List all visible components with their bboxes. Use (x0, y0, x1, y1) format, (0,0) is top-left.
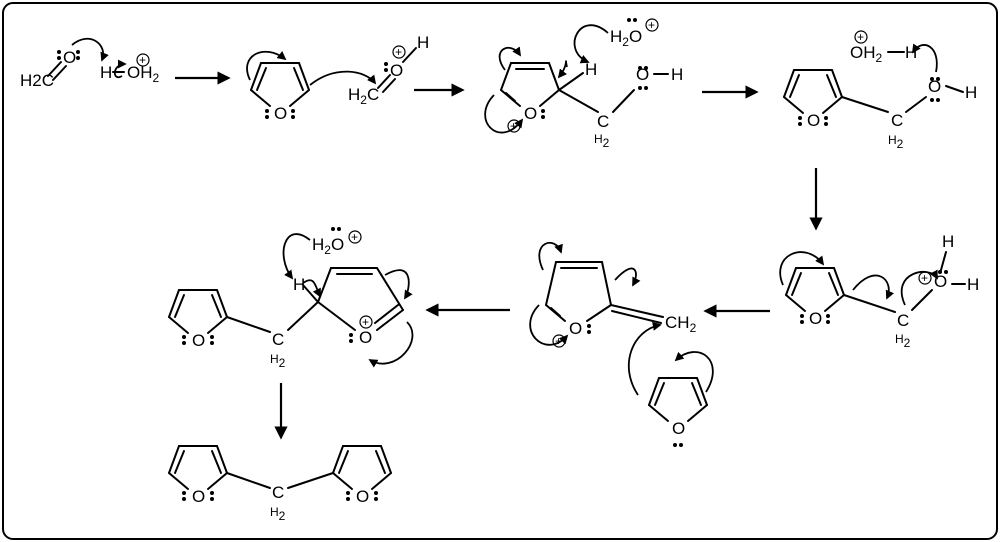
product-furan-left: O (168, 445, 228, 506)
water-base-2: H2O + (282, 227, 362, 280)
svg-text:CH2: CH2 (665, 313, 697, 335)
water-base-1: H2O + (573, 18, 659, 64)
svg-text:+: + (857, 30, 864, 44)
hydronium-label: OH2 (127, 63, 160, 85)
svg-text:H2O: H2O (610, 27, 642, 49)
oxygen-label: O (63, 48, 76, 67)
product-methylene-bridge: C H2 (226, 472, 334, 523)
svg-text:+: + (648, 18, 655, 32)
svg-text:H: H (967, 275, 979, 294)
oxocarbenium-methylene-intermediate: O + CH2 (529, 241, 697, 348)
svg-text:+: + (921, 271, 928, 285)
svg-text:H2: H2 (888, 133, 904, 151)
svg-text:+: + (351, 230, 358, 244)
hydrogen-label: H (100, 63, 112, 82)
svg-text:O: O (569, 319, 582, 338)
svg-text:+: + (362, 315, 369, 329)
furyl-substituted-furan: O (168, 289, 228, 350)
product-furan-right: O (332, 445, 392, 506)
svg-text:H: H (417, 33, 429, 52)
svg-text:O: O (524, 104, 537, 123)
svg-text:H: H (293, 275, 305, 294)
svg-text:O: O (672, 419, 685, 438)
svg-text:+: + (510, 119, 517, 133)
oxonium-formaldehyde: H2C O + H (348, 33, 429, 107)
furfuryl-alcohol: O C H2 O H (783, 43, 977, 151)
svg-text:O: O (928, 77, 941, 96)
svg-text:H2O: H2O (312, 235, 344, 257)
svg-text:H2C: H2C (20, 71, 54, 90)
hydronium-acid-2: + OH2 H (850, 30, 917, 65)
svg-text:H2: H2 (270, 352, 286, 370)
svg-text:C: C (272, 330, 284, 349)
svg-text:+: + (139, 53, 146, 67)
oxocarbenium-intermediate-1: O + H C H2 O H (484, 46, 683, 150)
svg-text:C: C (597, 112, 609, 131)
svg-text:H: H (942, 232, 954, 251)
svg-text:H2: H2 (895, 332, 911, 350)
svg-text:H: H (905, 43, 917, 62)
svg-text:O: O (192, 487, 205, 506)
methylene-bridge-1: C H2 (226, 301, 319, 370)
svg-text:H2C: H2C (348, 85, 379, 107)
svg-text:O: O (807, 111, 820, 130)
svg-text:O: O (390, 61, 403, 80)
svg-text:OH2: OH2 (850, 43, 883, 65)
svg-text:O: O (192, 331, 205, 350)
svg-text:O: O (934, 272, 947, 291)
svg-text:C: C (891, 111, 903, 130)
formaldehyde-protonation: H2C O H OH2 + (20, 38, 160, 90)
svg-text:H2: H2 (270, 505, 286, 523)
svg-text:H: H (671, 65, 683, 84)
svg-text:H: H (585, 60, 597, 79)
svg-text:O: O (809, 309, 822, 328)
furan-nucleophile-2: O (628, 321, 714, 447)
svg-text:H: H (965, 83, 977, 102)
svg-text:C: C (897, 311, 909, 330)
svg-text:H2: H2 (594, 132, 610, 150)
svg-text:O: O (274, 104, 287, 123)
svg-text:C: C (272, 483, 284, 502)
svg-text:O: O (359, 328, 372, 347)
svg-text:+: + (555, 334, 562, 348)
svg-text:+: + (395, 45, 402, 59)
furan-nucleophile-1: O (246, 50, 377, 123)
oxocarbenium-adduct: O + H (293, 267, 414, 368)
svg-text:O: O (356, 487, 369, 506)
protonated-furfuryl-alcohol: O C H2 + O H H (779, 232, 979, 350)
